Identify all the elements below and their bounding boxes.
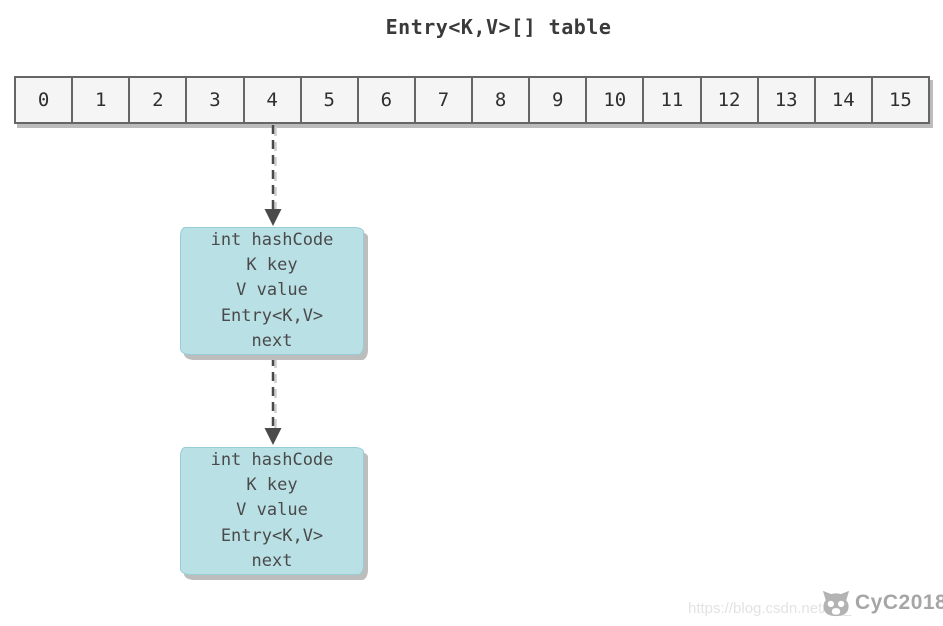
cat-icon (820, 589, 852, 617)
array-cell-15: 15 (872, 78, 928, 122)
watermark-logo: CyC2018 (820, 589, 943, 617)
diagram-title: Entry<K,V>[] table (385, 15, 612, 39)
watermark-url: https://blog.csdn.net/qq_ (688, 600, 852, 617)
array-cell-8: 8 (473, 78, 531, 122)
node-field-hashcode: int hashCode (210, 450, 334, 470)
array-cell-3: 3 (187, 78, 245, 122)
array-cell-11: 11 (644, 78, 702, 122)
node-field-hashcode: int hashCode (210, 230, 334, 250)
array-cell-5: 5 (301, 78, 359, 122)
node-field-entry: Entry<K,V> (220, 525, 324, 546)
array-cell-6: 6 (358, 78, 416, 122)
node-field-entry: Entry<K,V> (220, 305, 324, 326)
array-cell-4: 4 (244, 78, 302, 122)
pointer-arrow-node1-to-node2 (264, 357, 282, 445)
node-field-next: next (251, 330, 293, 351)
watermark-logo-text: CyC2018 (855, 591, 943, 614)
node-field-key: K key (246, 255, 298, 276)
array-cell-2: 2 (130, 78, 188, 122)
array-cell-12: 12 (701, 78, 759, 122)
array-cell-9: 9 (530, 78, 588, 122)
array-cell-14: 14 (815, 78, 873, 122)
array-cell-7: 7 (415, 78, 473, 122)
node-field-value: V value (236, 280, 308, 301)
node-field-value: V value (236, 500, 308, 521)
array-cell-10: 10 (587, 78, 645, 122)
entry-node-2: int hashCode K key V value Entry<K,V> ne… (180, 447, 364, 575)
array-cell-0: 0 (16, 78, 74, 122)
node-field-key: K key (246, 475, 298, 496)
entry-node-1: int hashCode K key V value Entry<K,V> ne… (180, 227, 364, 355)
hash-table-array: 0 1 2 3 4 5 6 7 8 9 10 11 12 13 14 15 (14, 76, 930, 124)
pointer-arrow-cell4-to-node1 (264, 125, 282, 226)
array-cell-1: 1 (73, 78, 131, 122)
node-field-next: next (251, 550, 293, 571)
array-cell-13: 13 (758, 78, 816, 122)
